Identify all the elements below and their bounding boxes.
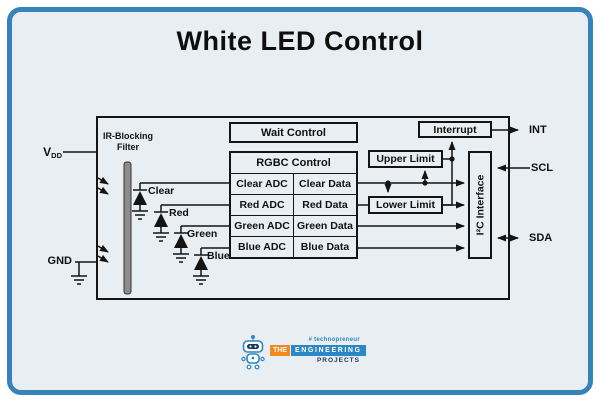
pin-label-scl: SCL [531, 162, 553, 174]
channel-label-green: Green [187, 228, 218, 240]
lower-limit-link [443, 159, 453, 206]
gnd-ground-icon [71, 275, 87, 285]
clear-ground-icon [132, 210, 148, 220]
ir-filter-bar [123, 161, 132, 295]
light-rays-top-icon2 [97, 186, 109, 195]
rgbc-control-header: RGBC Control [231, 153, 356, 174]
channel-label-clear: Clear [148, 185, 175, 197]
blue-ground-icon [193, 275, 209, 285]
main-block-outline [96, 116, 510, 300]
light-rays-top-icon [97, 176, 109, 185]
green-data-cell: Green Data [296, 220, 354, 232]
interrupt-label: Interrupt [433, 123, 477, 136]
pin-label-gnd: GND [47, 255, 72, 267]
gnd-wire [75, 261, 96, 276]
logo-text-block: # technopreneur THE ENGINEERING PROJECTS [270, 334, 366, 372]
clear-data-cell: Clear Data [299, 178, 351, 190]
photodiode-red-icon [154, 213, 168, 227]
channel-label-red: Red [169, 207, 189, 219]
clear-adc-cell: Clear ADC [231, 174, 294, 194]
junction-dot [422, 180, 428, 186]
ir-blocking-filter-label: IR-Blocking Filter [102, 131, 153, 152]
rgbc-table: RGBC Control Clear ADC Clear Data Red AD… [229, 151, 358, 259]
page-title: White LED Control [176, 26, 424, 56]
lower-limit-box: Lower Limit [368, 196, 443, 214]
red-wire [154, 204, 229, 233]
junction-dot [385, 180, 391, 186]
table-row-blue: Blue ADC Blue Data [231, 237, 356, 257]
pin-label-sda: SDA [529, 232, 553, 244]
light-rays-bottom-icon2 [97, 254, 109, 263]
blue-data-cell: Blue Data [300, 241, 350, 253]
interrupt-box: Interrupt [418, 121, 492, 138]
logo-the-badge: THE [270, 345, 290, 356]
red-ground-icon [153, 232, 169, 242]
clear-wire [133, 182, 229, 211]
photodiode-clear-icon [133, 191, 147, 205]
channel-label-blue: Blue [207, 250, 230, 262]
blue-adc-cell: Blue ADC [231, 237, 294, 257]
wait-control-label: Wait Control [261, 126, 326, 139]
blue-wire [194, 247, 229, 276]
photodiode-blue-icon [194, 256, 208, 270]
table-row-green: Green ADC Green Data [231, 216, 356, 237]
engineering-projects-logo: # technopreneur THE ENGINEERING PROJECTS [240, 334, 366, 372]
logo-projects-label: PROJECTS [316, 357, 360, 364]
red-data-cell: Red Data [302, 199, 348, 211]
light-rays-bottom-icon [97, 244, 109, 253]
upper-limit-box: Upper Limit [368, 150, 443, 168]
i2c-interface-label: I²C Interface [474, 174, 486, 236]
red-adc-cell: Red ADC [231, 195, 294, 215]
upper-limit-label: Upper Limit [376, 153, 435, 165]
pin-label-int: INT [529, 124, 547, 136]
lower-limit-label: Lower Limit [376, 199, 435, 211]
logo-robot-icon [241, 335, 265, 370]
green-adc-cell: Green ADC [231, 216, 294, 236]
green-ground-icon [173, 253, 189, 263]
logo-tagline: # technopreneur [308, 337, 360, 343]
pin-label-vdd: VDD [43, 145, 62, 160]
logo-badges: THE ENGINEERING [270, 345, 366, 356]
logo-engineering-badge: ENGINEERING [291, 345, 366, 356]
photodiode-green-icon [174, 234, 188, 248]
wait-control-box: Wait Control [229, 122, 358, 143]
table-row-red: Red ADC Red Data [231, 195, 356, 216]
table-row-clear: Clear ADC Clear Data [231, 174, 356, 195]
i2c-interface-box: I²C Interface [468, 151, 492, 259]
junction-dot [449, 156, 455, 162]
green-wire [174, 225, 229, 254]
